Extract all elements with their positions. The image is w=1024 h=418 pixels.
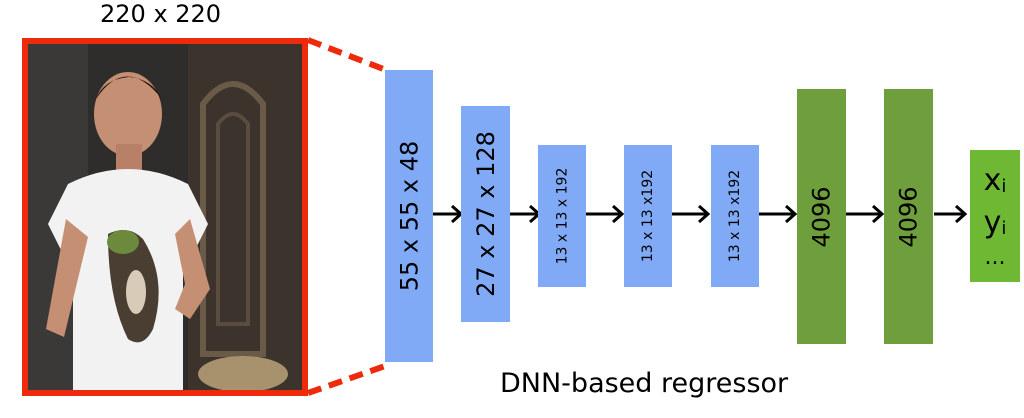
- arrow-1: [432, 204, 464, 224]
- output-ellipsis: ...: [984, 245, 1006, 270]
- arrow-7: [934, 204, 968, 224]
- output-x: xi: [983, 163, 1007, 198]
- conv-layer-4: 13 x 13 x192: [624, 145, 672, 287]
- arrow-4: [672, 204, 711, 224]
- conv-layer-2: 27 x 27 x 128: [461, 106, 510, 322]
- output-box: xi yi ...: [970, 150, 1020, 282]
- input-image: [22, 38, 308, 396]
- fc-layer-1: 4096: [797, 89, 846, 344]
- conv-layer-4-label: 13 x 13 x192: [640, 169, 656, 263]
- arrow-6: [846, 204, 885, 224]
- conv-layer-1-label: 55 x 55 x 48: [395, 140, 424, 292]
- conv-layer-5-label: 13 x 13 x192: [727, 169, 743, 263]
- conv-layer-3: 13 x 13 x 192: [538, 145, 586, 287]
- input-size-label: 220 x 220: [100, 0, 222, 28]
- conv-layer-2-label: 27 x 27 x 128: [471, 131, 500, 297]
- person-photo-illustration: [28, 44, 302, 390]
- fc-layer-2-label: 4096: [894, 185, 923, 248]
- diagram-caption: DNN-based regressor: [500, 368, 789, 399]
- fc-layer-1-label: 4096: [807, 185, 836, 248]
- arrow-2: [510, 204, 542, 224]
- fc-layer-2: 4096: [884, 89, 933, 344]
- output-y: yi: [983, 205, 1007, 240]
- projection-line-bottom: [307, 362, 389, 396]
- arrow-3: [586, 204, 625, 224]
- conv-layer-1: 55 x 55 x 48: [385, 70, 433, 362]
- arrows: [432, 204, 968, 224]
- conv-layer-5: 13 x 13 x192: [711, 145, 759, 287]
- projection-line-top: [306, 37, 388, 73]
- conv-layer-3-label: 13 x 13 x 192: [554, 167, 571, 265]
- arrow-5: [759, 204, 798, 224]
